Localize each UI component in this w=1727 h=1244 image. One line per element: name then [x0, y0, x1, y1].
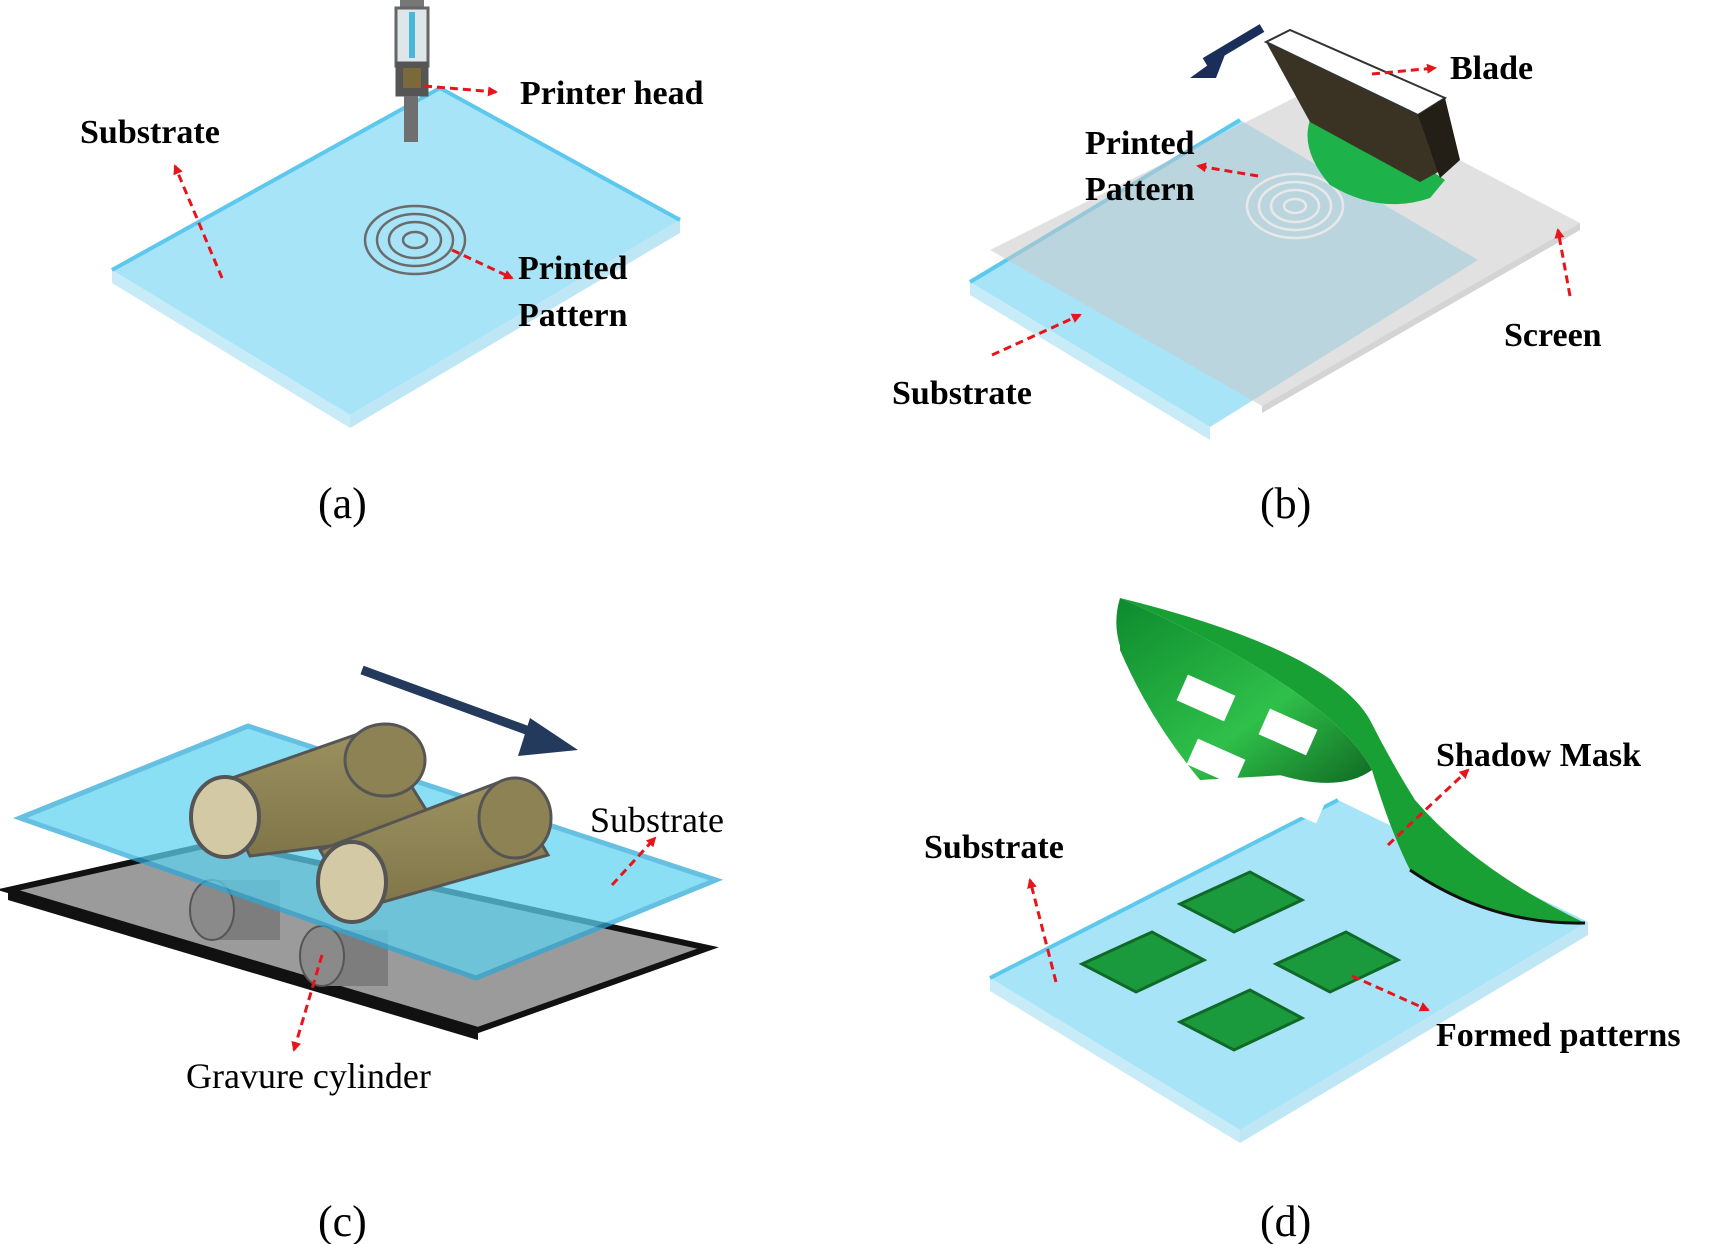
label-blade: Blade: [1450, 50, 1533, 87]
printed-pattern-rings-b: [1245, 172, 1345, 240]
panel-b-screen-printing: Blade Printed Pattern Screen Substrate (…: [892, 24, 1602, 528]
panel-a-inkjet: Printer head Substrate Printed Pattern (…: [80, 0, 704, 528]
label-substrate-c: Substrate: [590, 800, 724, 840]
caption-b: (b): [1260, 479, 1311, 528]
formed-patterns: [1078, 870, 1402, 1052]
gravure-roller-1: [189, 722, 443, 859]
shadow-mask-sheet: [1116, 598, 1586, 925]
motion-arrow-c: [360, 665, 542, 740]
label-printed-b-line1: Printed: [1085, 125, 1195, 162]
panel-c-gravure: Substrate Gravure cylinder (c): [0, 665, 724, 1244]
label-substrate-b: Substrate: [892, 375, 1032, 412]
squeegee-blade: [1263, 28, 1460, 182]
panel-d-shadow-mask: Shadow Mask Substrate Formed patterns (d…: [924, 598, 1681, 1244]
label-shadow-mask: Shadow Mask: [1436, 737, 1641, 774]
caption-d: (d): [1260, 1197, 1311, 1244]
label-gravure-cylinder: Gravure cylinder: [186, 1056, 431, 1096]
label-printed-a-line2: Pattern: [518, 297, 628, 334]
label-formed-patterns: Formed patterns: [1436, 1017, 1681, 1054]
motion-arrow-b: [1202, 24, 1265, 66]
label-substrate-a: Substrate: [80, 114, 220, 151]
printed-pattern-rings-a: [363, 204, 467, 276]
screen-mesh: [990, 86, 1580, 413]
caption-a: (a): [318, 479, 367, 528]
gravure-roller-2: [316, 776, 553, 924]
caption-c: (c): [318, 1197, 367, 1244]
motion-arrowhead-b: [1190, 52, 1226, 78]
label-substrate-d: Substrate: [924, 829, 1064, 866]
printer-head-syringe: [394, 0, 430, 142]
label-screen: Screen: [1504, 317, 1602, 354]
label-printed-b-line2: Pattern: [1085, 171, 1195, 208]
motion-arrowhead-c: [518, 718, 578, 756]
label-printed-a-line1: Printed: [518, 250, 628, 287]
label-printer-head: Printer head: [520, 75, 704, 112]
